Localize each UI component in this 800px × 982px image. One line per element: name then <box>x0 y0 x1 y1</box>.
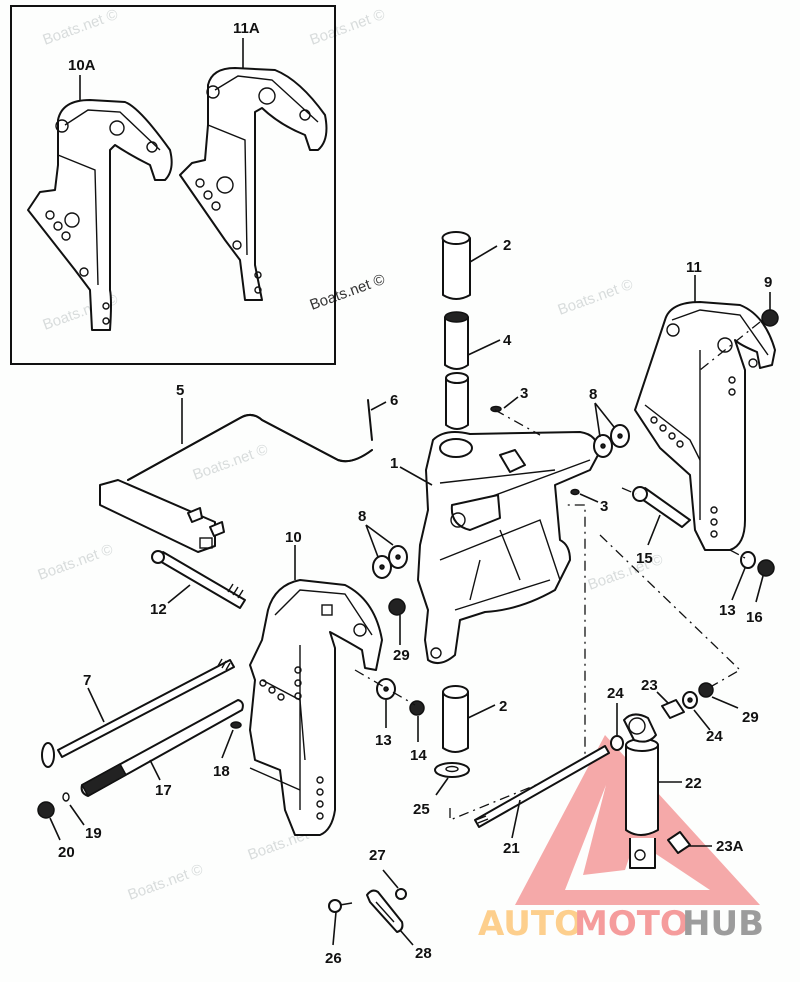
callout-29-left: 29 <box>393 647 410 664</box>
part-18-pin <box>230 721 242 729</box>
part-11a-bracket <box>179 67 328 301</box>
part-5-tilt-lever <box>99 414 373 553</box>
callout-28: 28 <box>415 945 432 962</box>
part-8-washers-right <box>593 424 630 458</box>
callout-21: 21 <box>503 840 520 857</box>
part-17-tilt-tube <box>80 699 244 798</box>
part-27-nut <box>395 888 407 900</box>
part-1-swivel-bracket <box>417 431 600 665</box>
callout-25: 25 <box>413 801 430 818</box>
callout-24-left: 24 <box>607 685 624 702</box>
watermark: Boats.net © <box>36 541 116 584</box>
part-9-nut <box>761 309 779 327</box>
part-2-bushing-bottom <box>442 685 469 753</box>
watermark: Boats.net © <box>126 861 206 904</box>
callout-4: 4 <box>503 332 512 349</box>
watermark: Boats.net © <box>41 6 121 49</box>
callout-23a: 23A <box>716 838 744 855</box>
callout-12: 12 <box>150 601 167 618</box>
part-23-bushing <box>661 699 685 719</box>
callout-20: 20 <box>58 844 75 861</box>
watermark: Boats.net © <box>191 441 271 484</box>
part-26-screw <box>328 899 353 913</box>
callout-3-bottom: 3 <box>600 498 608 515</box>
callout-24-right: 24 <box>706 728 723 745</box>
part-29-nut-left <box>388 598 406 616</box>
callout-9: 9 <box>764 274 772 291</box>
part-24-washer-right <box>682 691 698 709</box>
part-29-nut-right <box>698 682 714 698</box>
part-6-pin <box>367 399 373 441</box>
label-11a: 11A <box>233 20 260 37</box>
callout-11: 11 <box>686 259 702 276</box>
callout-23: 23 <box>641 677 658 694</box>
logo-text-auto: AUTO <box>478 904 583 944</box>
callout-3-top: 3 <box>520 385 528 402</box>
label-10a: 10A <box>68 57 96 74</box>
callout-29-right: 29 <box>742 709 759 726</box>
callout-19: 19 <box>85 825 102 842</box>
callout-18: 18 <box>213 763 230 780</box>
part-13-washer-left <box>376 678 396 700</box>
part-23a-bushing <box>667 831 691 854</box>
callout-6: 6 <box>390 392 398 409</box>
part-11-clamp-bracket <box>634 301 776 551</box>
callout-23a-backdrop <box>714 836 748 854</box>
part-3-grease-fitting <box>490 405 580 496</box>
part-22-shock-absorber <box>623 713 659 869</box>
part-20-nut <box>37 801 55 819</box>
part-7-through-bolt <box>41 658 235 768</box>
callout-1: 1 <box>390 455 398 472</box>
watermark: Boats.net © <box>308 271 388 314</box>
part-10-clamp-bracket <box>249 579 383 836</box>
logo-text-moto: MOTO <box>574 904 689 944</box>
part-14-nut <box>409 700 425 716</box>
watermark: Boats.net © <box>556 276 636 319</box>
callout-8-right: 8 <box>589 386 597 403</box>
callout-13-right: 13 <box>719 602 736 619</box>
part-10a-bracket <box>27 99 173 331</box>
part-19-o-ring <box>62 792 70 802</box>
callout-7: 7 <box>83 672 91 689</box>
part-24-washer-left <box>610 735 624 751</box>
callout-8-left: 8 <box>358 508 366 525</box>
part-15-bolt <box>632 486 691 528</box>
part-12-bolt <box>151 550 246 609</box>
callout-13-left: 13 <box>375 732 392 749</box>
callout-15: 15 <box>636 550 653 567</box>
part-25-washer <box>434 762 470 778</box>
callout-16: 16 <box>746 609 763 626</box>
callout-27: 27 <box>369 847 386 864</box>
logo-text-hub: HUB <box>682 904 764 944</box>
part-28-plate <box>366 889 404 933</box>
callout-21-backdrop <box>500 839 524 857</box>
part-8-washers-left <box>372 545 408 579</box>
callout-14: 14 <box>410 747 427 764</box>
callout-17: 17 <box>155 782 172 799</box>
watermark: Boats.net © <box>586 551 666 594</box>
part-13-washer-right <box>740 551 756 569</box>
callout-5: 5 <box>176 382 184 399</box>
callout-10: 10 <box>285 529 302 546</box>
callout-2-top: 2 <box>503 237 511 254</box>
part-2-bushing-top <box>441 231 471 300</box>
inset-panel: 10A 11A <box>10 5 336 365</box>
part-4-tube <box>444 311 469 430</box>
callout-2-bottom: 2 <box>499 698 507 715</box>
callout-22: 22 <box>685 775 702 792</box>
part-21-shock-bolt <box>474 745 610 828</box>
part-16-nut <box>757 559 775 577</box>
callout-26: 26 <box>325 950 342 967</box>
watermark: Boats.net © <box>308 6 388 49</box>
